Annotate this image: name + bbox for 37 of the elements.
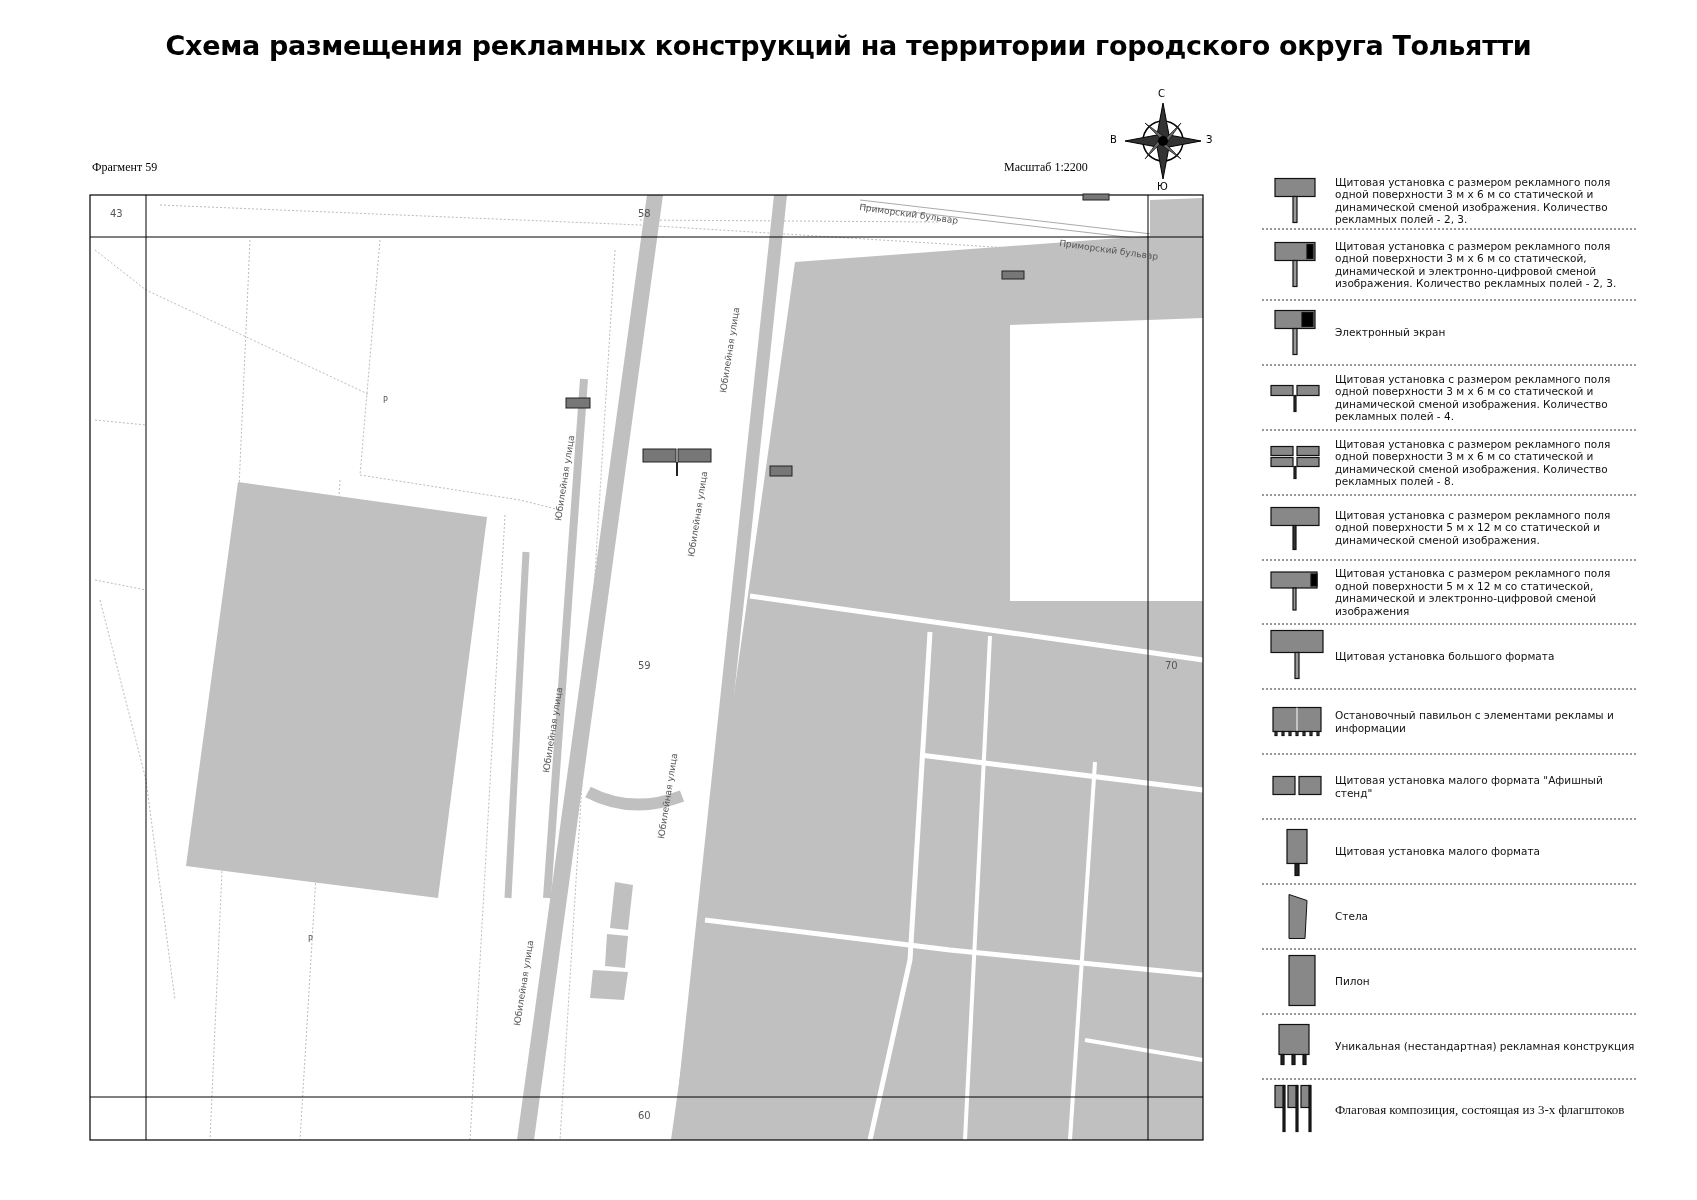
legend-text: Щитовая установка с размером рекламного поля одной поверхности 3 м х 6 м со статической и динамической сменой изображения. Количество рекламных полей - 2, 3. xyxy=(1335,175,1612,226)
legend-text: Щитовая установка с размером рекламного поля одной поверхности 3 м х 6 м со статической, динамической и электронно-цифровой сменой изображения. Количество рекламных полей - 2, 3. xyxy=(1335,239,1618,290)
legend-text: Пилон xyxy=(1335,975,1371,988)
compass-letter: З xyxy=(1206,134,1213,145)
fragment-label: Фрагмент 59 xyxy=(92,160,158,175)
street-label: Юбилейная улица xyxy=(656,752,680,840)
street-label: Приморский бульвар xyxy=(1058,238,1159,262)
title: Схема размещения рекламных конструкций на территории городского округа Тольятти xyxy=(164,30,1533,61)
street-label: Юбилейная улица xyxy=(718,306,742,394)
street-label: Юбилейная улица xyxy=(553,434,577,522)
legend-text: Уникальная (нестандартная) рекламная конструкция xyxy=(1335,1040,1635,1053)
street-label: Юбилейная улица xyxy=(512,939,536,1027)
legend-text: Стела xyxy=(1335,910,1370,923)
compass-letter: Ю xyxy=(1157,181,1168,192)
legend-text: Щитовая установка малого формата "Афишный стенд" xyxy=(1335,774,1604,799)
legend-text: Щитовая установка с размером рекламного поля одной поверхности 5 м х 12 м со статической и динамической сменой изображения. xyxy=(1335,508,1612,546)
compass-letter: С xyxy=(1158,88,1165,99)
legend-text: Щитовая установка с размером рекламного поля одной поверхности 3 м х 6 м со статической и динамической сменой изображения. Количество рекламных полей - 8. xyxy=(1335,437,1612,488)
legend-text: Электронный экран xyxy=(1335,326,1447,339)
street-label: Приморский бульвар xyxy=(858,202,959,226)
scale-label: Масштаб 1:2200 xyxy=(1004,160,1088,175)
sheet-number: 43 xyxy=(110,208,123,219)
parking-label: Р xyxy=(383,396,388,405)
sheet-number: 70 xyxy=(1165,660,1178,671)
street-label: Юбилейная улица xyxy=(541,686,565,774)
legend-text: Щитовая установка большого формата xyxy=(1335,650,1556,663)
legend-text: Щитовая установка с размером рекламного поля одной поверхности 5 м х 12 м со статической, динамической и электронно-цифровой сменой изображения xyxy=(1335,567,1612,617)
legend-text: Остановочный павильон с элементами рекламы и информации xyxy=(1335,709,1615,734)
compass-letter: В xyxy=(1110,134,1117,145)
sheet-number: 58 xyxy=(638,208,651,219)
sheet-number: 59 xyxy=(638,660,651,671)
legend-text: Флаговая композиция, состоящая из 3-х флагштоков xyxy=(1335,1100,1626,1119)
legend-text: Щитовая установка с размером рекламного поля одной поверхности 3 м х 6 м со статической и динамической сменой изображения. Количество рекламных полей - 4. xyxy=(1335,372,1612,423)
sheet-number: 60 xyxy=(638,1110,651,1121)
street-label: Юбилейная улица xyxy=(686,470,710,558)
legend-text: Щитовая установка малого формата xyxy=(1335,845,1541,858)
parking-label: Р xyxy=(308,935,313,944)
